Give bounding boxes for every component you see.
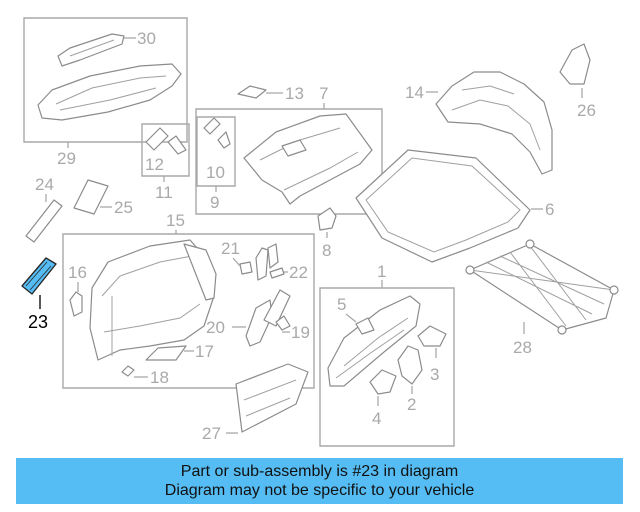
callout-16: 16 (68, 263, 87, 282)
part-24-cover[interactable] (25, 199, 63, 243)
part-7-floor-cover[interactable] (243, 113, 373, 205)
group-box-9 (196, 116, 236, 187)
callout-8: 8 (322, 241, 331, 260)
callout-30: 30 (137, 29, 156, 48)
part-12-hook[interactable] (145, 127, 169, 151)
part-21b-bracket[interactable] (255, 247, 269, 281)
info-banner: Part or sub-assembly is #23 in diagram D… (16, 458, 623, 504)
callout-17: 17 (195, 342, 214, 361)
part-17-cover[interactable] (145, 345, 187, 361)
part-6-trunk-mat[interactable] (355, 149, 531, 263)
part-21-bolt[interactable] (239, 261, 253, 275)
exploded-parts-diagram: 30 29 13 7 10 9 12 11 24 25 (21, 17, 619, 447)
callout-24: 24 (35, 175, 54, 194)
callout-7: 7 (319, 84, 328, 103)
callout-18: 18 (150, 368, 169, 387)
callout-20: 20 (206, 318, 225, 337)
callout-13: 13 (285, 84, 304, 103)
part-30-tray-bracket[interactable] (57, 33, 125, 67)
part-8-clip[interactable] (317, 207, 337, 231)
part-25-plate[interactable] (73, 179, 109, 215)
group-box-11 (141, 123, 190, 177)
part-26-bracket[interactable] (559, 43, 591, 85)
callout-21: 21 (221, 239, 240, 258)
callout-1: 1 (377, 262, 386, 281)
callout-25: 25 (114, 198, 133, 217)
part-10-clip[interactable] (203, 117, 221, 135)
callout-6: 6 (545, 200, 554, 219)
callout-26: 26 (577, 101, 596, 120)
group-box-29 (23, 17, 188, 143)
callout-14: 14 (405, 83, 424, 102)
callout-2: 2 (407, 395, 416, 414)
group-box-1 (319, 287, 455, 447)
part-16-clip[interactable] (69, 291, 83, 317)
callout-23: 23 (28, 312, 48, 332)
callout-22: 22 (289, 263, 308, 282)
callout-27: 27 (202, 424, 221, 443)
part-13-clip[interactable] (237, 85, 267, 99)
banner-line-1: Part or sub-assembly is #23 in diagram (180, 463, 459, 480)
part-20-bracket[interactable] (245, 299, 273, 347)
callout-5: 5 (337, 295, 346, 314)
part-28-cargo-net[interactable] (469, 243, 615, 331)
callout-10: 10 (206, 163, 225, 182)
callout-3: 3 (430, 365, 439, 384)
callout-9: 9 (210, 193, 219, 212)
callout-11: 11 (155, 183, 173, 202)
callout-29: 29 (57, 149, 76, 168)
part-4-cap[interactable] (369, 369, 397, 395)
callout-19: 19 (291, 323, 310, 342)
banner-line-2: Diagram may not be specific to your vehi… (164, 482, 475, 499)
group-box-15 (62, 233, 315, 389)
part-29-package-tray[interactable] (37, 63, 182, 121)
part-3-clip[interactable] (417, 325, 447, 347)
part-15-side-trim[interactable] (89, 239, 215, 361)
callout-28: 28 (513, 338, 532, 357)
part-5-clip[interactable] (355, 317, 375, 335)
part-27-panel[interactable] (235, 363, 309, 433)
part-22-clip[interactable] (267, 243, 279, 269)
part-2-bracket[interactable] (397, 345, 423, 385)
part-23-highlighted[interactable] (21, 257, 57, 295)
callout-12: 12 (145, 155, 164, 174)
callout-4: 4 (372, 409, 381, 428)
part-18-clip[interactable] (121, 365, 135, 377)
callout-15: 15 (166, 211, 185, 230)
part-14-side-wall[interactable] (435, 71, 553, 175)
